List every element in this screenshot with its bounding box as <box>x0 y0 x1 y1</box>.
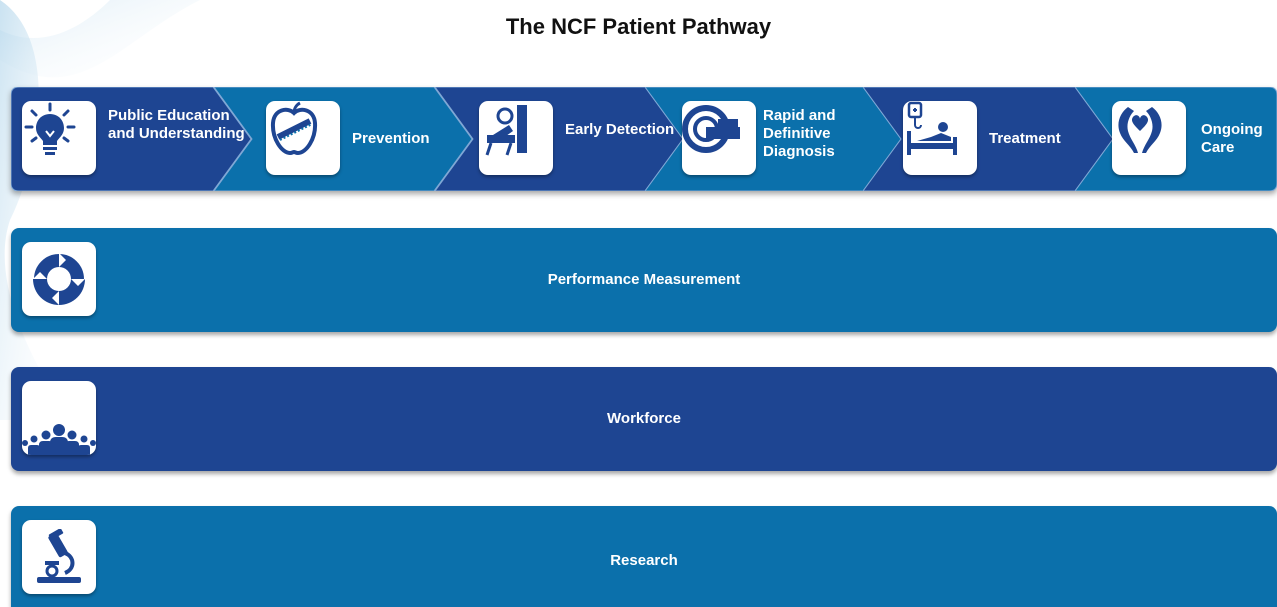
lightbulb-icon <box>22 101 96 175</box>
pathway-step-label: Prevention <box>352 130 430 147</box>
pathway-step-label: Rapid and Definitive Diagnosis <box>763 107 836 160</box>
patient-pathway: Public Education and Understanding Preve… <box>11 87 1277 191</box>
pathway-step-public-education: Public Education and Understanding <box>11 87 251 191</box>
background-swirl <box>0 0 200 420</box>
cycle-arrows-icon <box>22 242 96 316</box>
band-label: Research <box>610 552 678 569</box>
pathway-step-diagnosis: Rapid and Definitive Diagnosis <box>645 87 901 191</box>
people-group-icon <box>22 381 96 455</box>
band-performance-measurement: Performance Measurement <box>11 228 1277 332</box>
band-label: Workforce <box>607 410 681 427</box>
pathway-step-label: Treatment <box>989 130 1061 147</box>
apple-icon <box>266 101 340 175</box>
pathway-step-label: Early Detection <box>565 121 675 138</box>
caring-hands-icon <box>1112 101 1186 175</box>
patient-screening-icon <box>479 101 553 175</box>
pathway-step-label: Public Education and Understanding <box>108 107 245 142</box>
microscope-icon <box>22 520 96 594</box>
pathway-step-treatment: Treatment <box>863 87 1113 191</box>
band-research: Research <box>11 506 1277 607</box>
scanner-icon <box>682 101 756 175</box>
pathway-step-early-detection: Early Detection <box>435 87 683 191</box>
pathway-step-prevention: Prevention <box>214 87 472 191</box>
pathway-step-ongoing-care: Ongoing Care <box>1075 87 1277 191</box>
page-title: The NCF Patient Pathway <box>505 14 772 39</box>
band-workforce: Workforce <box>11 367 1277 471</box>
hospital-bed-icon <box>903 101 977 175</box>
pathway-step-label: Ongoing Care <box>1201 121 1263 156</box>
band-label: Performance Measurement <box>547 271 741 288</box>
